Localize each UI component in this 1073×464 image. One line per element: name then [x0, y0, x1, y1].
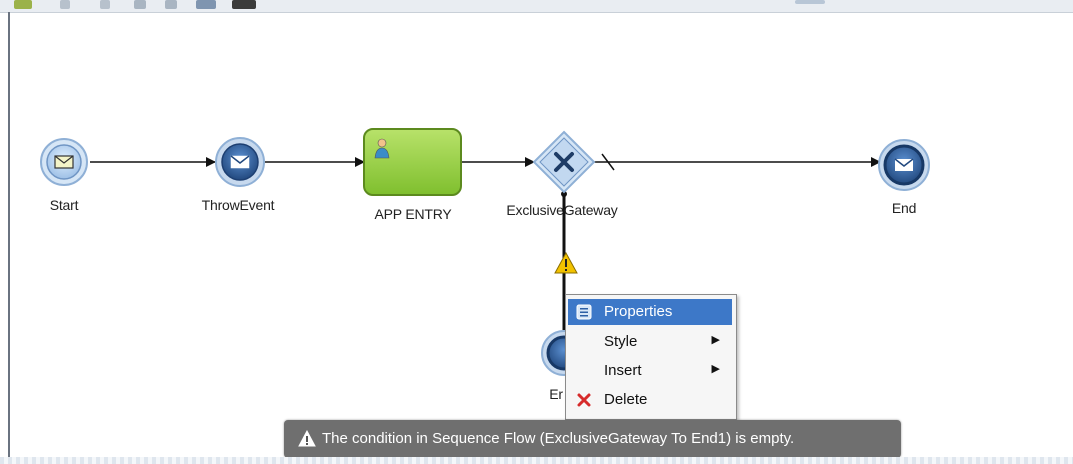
end-event[interactable]: [878, 139, 930, 191]
x-marker-icon: [554, 152, 574, 172]
app-entry-label: APP ENTRY: [374, 206, 452, 222]
delete-x-icon: [577, 393, 591, 407]
menu-item-label: Delete: [604, 391, 648, 408]
menu-item-label: Properties: [604, 303, 673, 320]
flow-handle[interactable]: [561, 191, 567, 197]
menu-item-properties[interactable]: Properties: [568, 299, 732, 325]
toolbar: [0, 0, 1073, 13]
canvas-bottom-strip: [0, 457, 1073, 464]
canvas-left-border: [8, 12, 10, 464]
warning-icon: [298, 430, 316, 447]
exclusive-gateway[interactable]: [532, 130, 596, 194]
submenu-arrow-icon: ▶: [711, 363, 720, 375]
throw-event-label: ThrowEvent: [201, 197, 275, 213]
toolbar-icon[interactable]: [134, 0, 146, 9]
throw-event[interactable]: [215, 137, 265, 187]
menu-item-label: Style: [604, 333, 638, 350]
exclusive-gateway-label: ExclusiveGateway: [506, 202, 618, 218]
toolbar-icon[interactable]: [196, 0, 216, 9]
app-entry-task[interactable]: [363, 128, 462, 196]
toolbar-icon[interactable]: [165, 0, 177, 9]
properties-icon: [576, 304, 592, 320]
start-label: Start: [49, 197, 79, 213]
validation-tooltip: The condition in Sequence Flow (Exclusiv…: [284, 420, 901, 458]
context-menu: Properties Style ▶ Insert ▶ Delete: [565, 294, 737, 420]
menu-item-delete[interactable]: Delete: [568, 387, 732, 413]
user-icon: [374, 138, 390, 159]
default-flow-marker: [601, 153, 615, 171]
menu-item-label: Insert: [604, 362, 642, 379]
toolbar-icon[interactable]: [14, 0, 32, 9]
toolbar-icon[interactable]: [100, 0, 110, 9]
menu-item-style[interactable]: Style ▶: [568, 329, 732, 355]
toolbar-icon[interactable]: [232, 0, 256, 9]
tooltip-text: The condition in Sequence Flow (Exclusiv…: [322, 430, 795, 447]
submenu-arrow-icon: ▶: [711, 334, 720, 346]
start-event[interactable]: [40, 138, 88, 186]
toolbar-icon[interactable]: [795, 0, 825, 4]
toolbar-icon[interactable]: [60, 0, 70, 9]
menu-item-insert[interactable]: Insert ▶: [568, 358, 732, 384]
end1-label-partial: Er: [549, 386, 563, 402]
warning-icon[interactable]: [554, 251, 578, 274]
end-label: End: [891, 200, 917, 216]
